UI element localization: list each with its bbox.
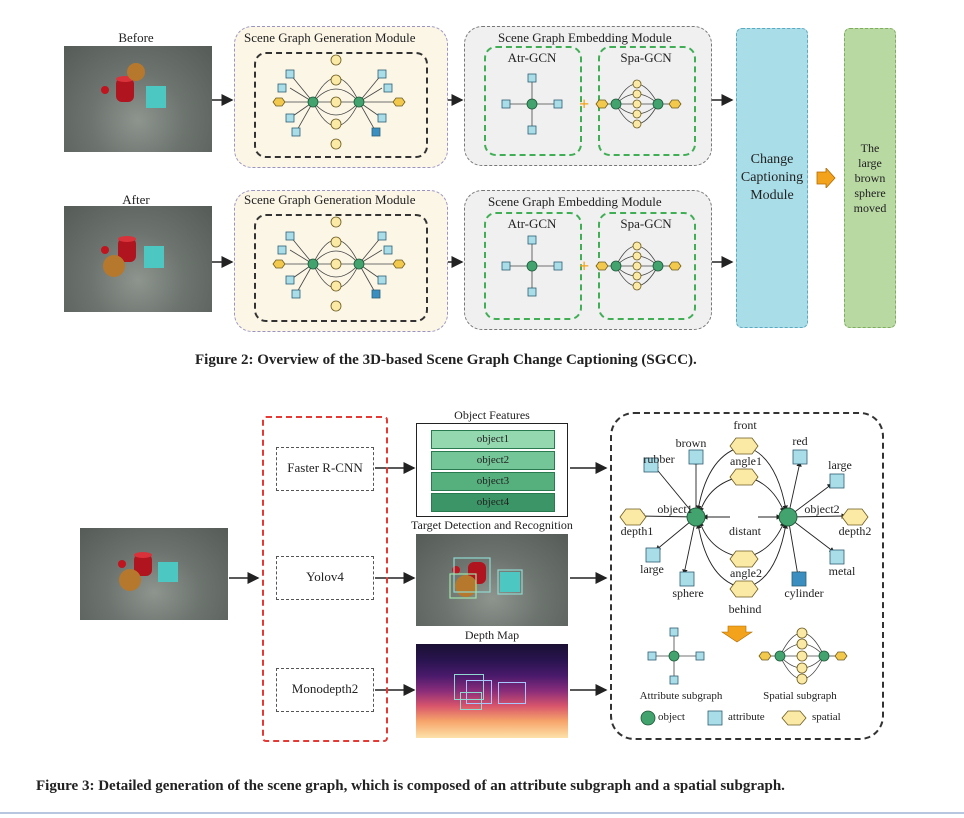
output-caption-line: brown [854,171,886,185]
label-depth2: depth2 [838,524,872,538]
depth-bbox [498,682,526,704]
sge-module-top [464,26,712,166]
feature-object2: object2 [431,451,555,470]
figure2-caption: Figure 2: Overview of the 3D-based Scene… [195,352,697,368]
gcn-icons-top: + [501,73,682,135]
output-caption-line: moved [853,201,887,215]
output-caption-line: sphere [854,186,886,200]
object-features-title: Object Features [454,408,530,422]
label-sphere: sphere [672,586,704,600]
legend-attribute: attribute [728,711,765,723]
output-caption-line: The [860,141,880,155]
scene-graph-bottom-icon [272,216,406,312]
attribute-subgraph-label: Attribute subgraph [639,690,723,702]
feature-object1: object1 [431,430,555,449]
svg-text:+: + [579,256,589,276]
yolov4-box: Yolov4 [276,556,374,600]
label-angle1: angle1 [730,454,762,468]
before-scene-image [64,46,212,152]
atr-gcn-box-top [484,46,582,156]
sgg-module-bottom [234,190,448,332]
legend-spatial: spatial [812,711,841,723]
output-caption-line: large [858,156,882,170]
sge-title-bottom: Scene Graph Embedding Module [488,194,662,209]
sgg-graph-top [254,52,428,158]
scene-graph-detail [619,437,869,726]
detection-title: Target Detection and Recognition [411,518,573,532]
spa-gcn-label-bottom: Spa-GCN [620,216,672,231]
atr-gcn-label-bottom: Atr-GCN [507,216,557,231]
feature-object4: object4 [431,493,555,512]
after-scene-image [64,206,212,312]
label-behind: behind [728,602,762,616]
after-label: After [122,192,150,207]
before-label: Before [118,30,154,45]
label-object2: object2 [804,502,840,516]
figure3-caption: Figure 3: Detailed generation of the sce… [36,778,785,794]
label-brown: brown [675,436,707,450]
faster-rcnn-box: Faster R-CNN [276,447,374,491]
atr-gcn-label-top: Atr-GCN [507,50,557,65]
label-angle2: angle2 [730,566,762,580]
depth-bbox [460,692,482,710]
sgg-title-top: Scene Graph Generation Module [244,30,416,45]
page-divider [0,812,964,814]
label-red: red [792,434,808,448]
object-features-box: object1 object2 object3 object4 [416,423,568,517]
sgg-title-bottom: Scene Graph Generation Module [244,192,416,207]
depth-map-image [416,644,568,738]
gcn-icons-bottom: + [501,235,682,297]
change-captioning-module: Change Captioning Module [736,28,808,328]
spa-gcn-label-top: Spa-GCN [620,50,672,65]
legend-object: object [658,711,685,723]
label-depth1: depth1 [620,524,654,538]
sgg-graph-bottom [254,214,428,322]
detection-image [416,534,568,626]
atr-gcn-box-bottom [484,212,582,320]
depth-map-title: Depth Map [464,628,520,642]
label-cylinder: cylinder [784,586,824,600]
label-object1: object1 [657,502,693,516]
svg-text:+: + [579,94,589,114]
label-distant: distant [729,524,761,538]
monodepth2-box: Monodepth2 [276,668,374,712]
label-metal: metal [828,564,856,578]
input-scene-image [80,528,228,620]
feature-object3: object3 [431,472,555,491]
label-rubber: rubber [643,452,675,466]
label-front: front [733,418,757,432]
output-arrow-icon [816,168,836,188]
label-large-left: large [640,562,664,576]
change-captioning-label: Change Captioning Module [740,152,804,203]
scene-graph-panel [610,412,884,740]
scene-graph-top-icon [272,54,406,150]
sge-title-top: Scene Graph Embedding Module [498,30,672,45]
spatial-subgraph-label: Spatial subgraph [763,690,837,702]
depth-bbox [454,674,484,700]
detection-methods-group [262,416,388,742]
label-large-right: large [828,458,852,472]
